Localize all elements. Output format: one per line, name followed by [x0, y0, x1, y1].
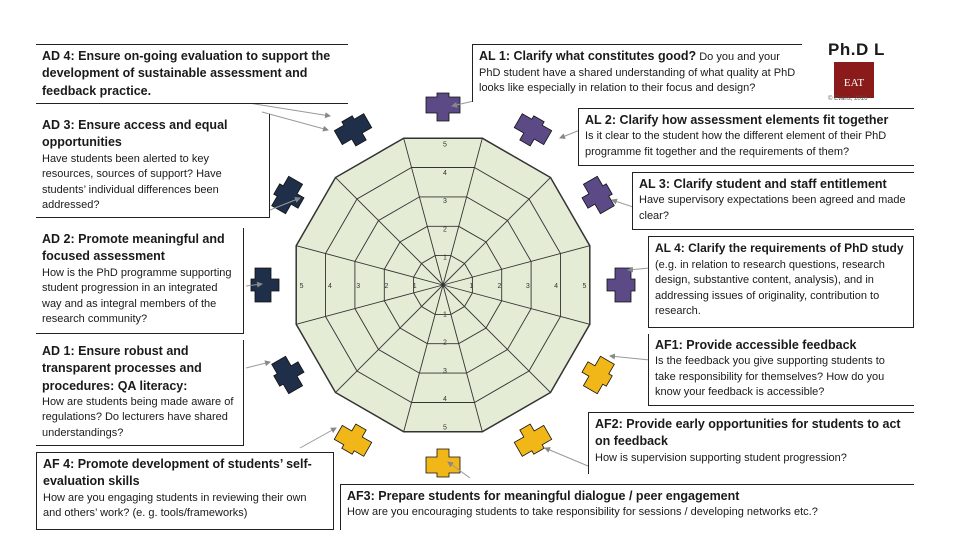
ad3-body: Have students been alerted to key resour… — [42, 152, 222, 212]
ad4-heading: AD 4: Ensure on-going evaluation to supp… — [42, 49, 331, 98]
al1-text: AL 1: Clarify what constitutes good? Do … — [479, 48, 796, 97]
puzzle-piece-ad4 — [333, 113, 373, 147]
puzzle-piece-af4 — [333, 423, 373, 457]
box-af4: AF 4: Promote development of students’ s… — [36, 452, 334, 530]
wheel-spoke-1 — [442, 177, 551, 286]
af1-body: Is the feedback you give supporting stud… — [655, 355, 885, 399]
ad1-heading: AD 1: Ensure robust and transparent proc… — [42, 344, 202, 393]
wheel-spoke-7 — [335, 284, 444, 393]
connector-arrow-11 — [559, 129, 581, 139]
wheel-spoke-3 — [442, 284, 590, 325]
connector-arrow-6 — [447, 461, 471, 479]
wheel-spoke-11 — [403, 138, 444, 286]
box-ad4: AD 4: Ensure on-going evaluation to supp… — [36, 44, 348, 104]
scale-label: 3 — [443, 198, 447, 205]
box-ad3: AD 3: Ensure access and equal opportunit… — [36, 114, 270, 218]
logo-caption: © Evans, 2016 — [828, 96, 868, 102]
al4-heading: AL 4: Clarify the requirements of PhD st… — [655, 241, 904, 255]
al1-heading: AL 1: Clarify what constitutes good? — [479, 49, 697, 63]
connector-arrow-1 — [261, 111, 329, 132]
scale-label: 1 — [443, 311, 447, 318]
puzzle-piece-af3 — [425, 448, 461, 478]
box-af1: AF1: Provide accessible feedback Is the … — [648, 334, 914, 406]
al2-heading: AL 2: Clarify how assessment elements fi… — [585, 113, 889, 127]
scale-label: 3 — [443, 368, 447, 375]
box-af3: AF3: Prepare students for meaningful dia… — [340, 484, 914, 530]
puzzle-piece-al2 — [513, 113, 553, 147]
puzzle-piece-ad2 — [250, 267, 280, 303]
al3-body: Have supervisory expectations been agree… — [639, 194, 906, 222]
box-al4: AL 4: Clarify the requirements of PhD st… — [648, 236, 914, 328]
wheel-spoke-2 — [442, 245, 590, 286]
wheel-spoke-9 — [296, 245, 444, 286]
page-title: Ph.D L — [828, 40, 885, 59]
scale-label: 1 — [469, 283, 473, 290]
af4-heading: AF 4: Promote development of students’ s… — [43, 457, 312, 489]
scale-label: 2 — [443, 340, 447, 347]
af3-heading: AF3: Prepare students for meaningful dia… — [347, 489, 740, 503]
scale-label: 2 — [385, 283, 389, 290]
box-al2: AL 2: Clarify how assessment elements fi… — [578, 108, 914, 166]
connector-arrow-9 — [627, 266, 651, 273]
wheel-spoke-8 — [296, 284, 444, 325]
puzzle-piece-af1 — [581, 355, 615, 395]
scale-label: 1 — [443, 255, 447, 262]
wheel-spoke-10 — [335, 177, 444, 286]
box-af2: AF2: Provide early opportunities for stu… — [588, 412, 914, 474]
box-al1: AL 1: Clarify what constitutes good? Do … — [472, 44, 802, 102]
af4-body: How are you engaging students in reviewi… — [43, 491, 307, 520]
connector-arrow-5 — [299, 427, 337, 449]
ad2-heading: AD 2: Promote meaningful and focused ass… — [42, 232, 225, 264]
ad1-body: How are students being made aware of reg… — [42, 395, 234, 439]
logo-text: EAT — [844, 77, 864, 89]
ad2-body: How is the PhD programme supporting stud… — [42, 266, 232, 326]
scale-label: 5 — [300, 283, 304, 290]
scale-label: 3 — [526, 283, 530, 290]
scale-label: 2 — [443, 227, 447, 234]
af3-body: How are you encouraging students to take… — [347, 506, 818, 519]
scale-label: 5 — [443, 142, 447, 149]
connector-arrow-3 — [245, 281, 263, 288]
scale-label: 4 — [328, 283, 332, 290]
box-al3: AL 3: Clarify student and staff entitlem… — [632, 172, 914, 230]
al4-text: AL 4: Clarify the requirements of PhD st… — [655, 240, 907, 320]
al1-body: Do you and your PhD student have a share… — [479, 51, 796, 95]
af2-heading: AF2: Provide early opportunities for stu… — [595, 417, 901, 449]
box-ad1: AD 1: Ensure robust and transparent proc… — [36, 340, 244, 446]
scale-label: 3 — [356, 283, 360, 290]
puzzle-piece-al4 — [606, 267, 636, 303]
al2-body: Is it clear to the student how the diffe… — [585, 130, 887, 158]
scale-label: 5 — [443, 424, 447, 431]
puzzle-piece-al3 — [581, 175, 615, 215]
scale-label: 2 — [498, 283, 502, 290]
connector-arrow-4 — [245, 360, 271, 369]
box-ad2: AD 2: Promote meaningful and focused ass… — [36, 228, 244, 334]
eat-logo: EAT — [834, 62, 874, 98]
wheel-spoke-4 — [442, 284, 551, 393]
puzzle-piece-ad3 — [271, 175, 305, 215]
connector-arrow-7 — [544, 447, 589, 467]
connector-arrow-8 — [609, 353, 651, 361]
scale-label: 5 — [582, 283, 586, 290]
scale-label: 4 — [554, 283, 558, 290]
connector-arrow-2 — [269, 197, 301, 211]
puzzle-piece-al1 — [425, 92, 461, 122]
scale-label: 4 — [443, 170, 447, 177]
af2-body: How is supervision supporting student pr… — [595, 451, 847, 464]
wheel-spoke-5 — [442, 284, 483, 432]
wheel-spoke-6 — [403, 284, 444, 432]
al3-heading: AL 3: Clarify student and staff entitlem… — [639, 177, 887, 191]
puzzle-piece-ad1 — [271, 355, 305, 395]
scale-label: 1 — [413, 283, 417, 290]
al4-body: (e.g. in relation to research questions,… — [655, 258, 885, 318]
puzzle-piece-af2 — [513, 423, 553, 457]
ad3-heading: AD 3: Ensure access and equal opportunit… — [42, 118, 228, 150]
wheel-spoke-0 — [442, 138, 483, 286]
scale-label: 4 — [443, 396, 447, 403]
af1-heading: AF1: Provide accessible feedback — [655, 338, 857, 352]
